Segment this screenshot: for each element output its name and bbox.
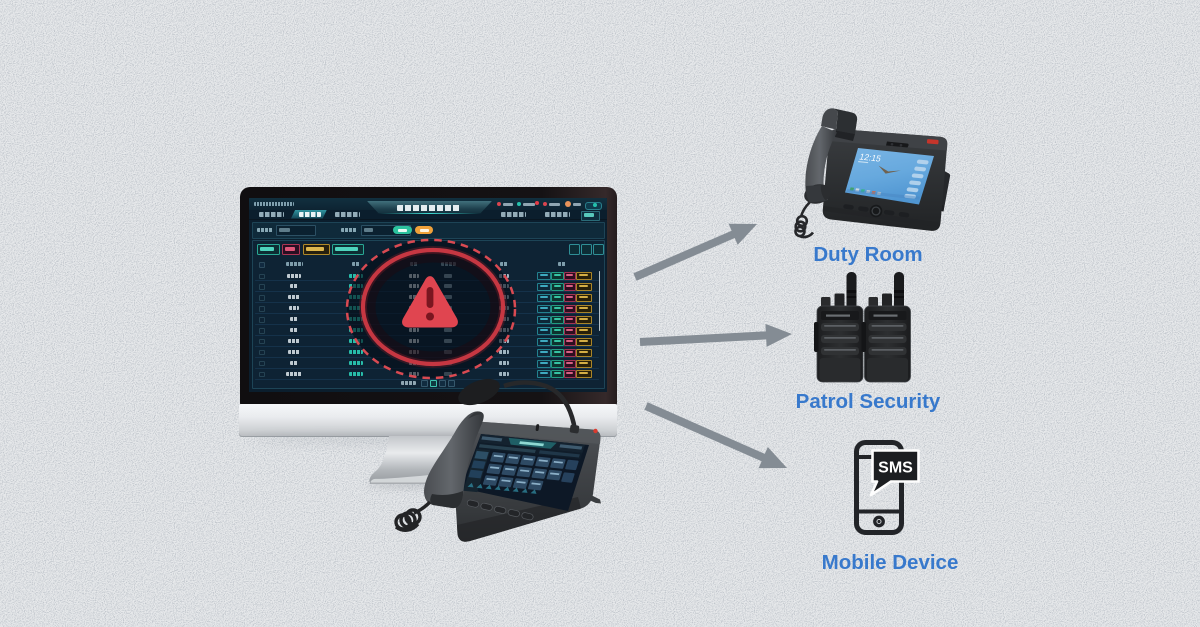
svg-text:SMS: SMS bbox=[878, 460, 913, 477]
svg-text:12:15: 12:15 bbox=[858, 152, 882, 164]
